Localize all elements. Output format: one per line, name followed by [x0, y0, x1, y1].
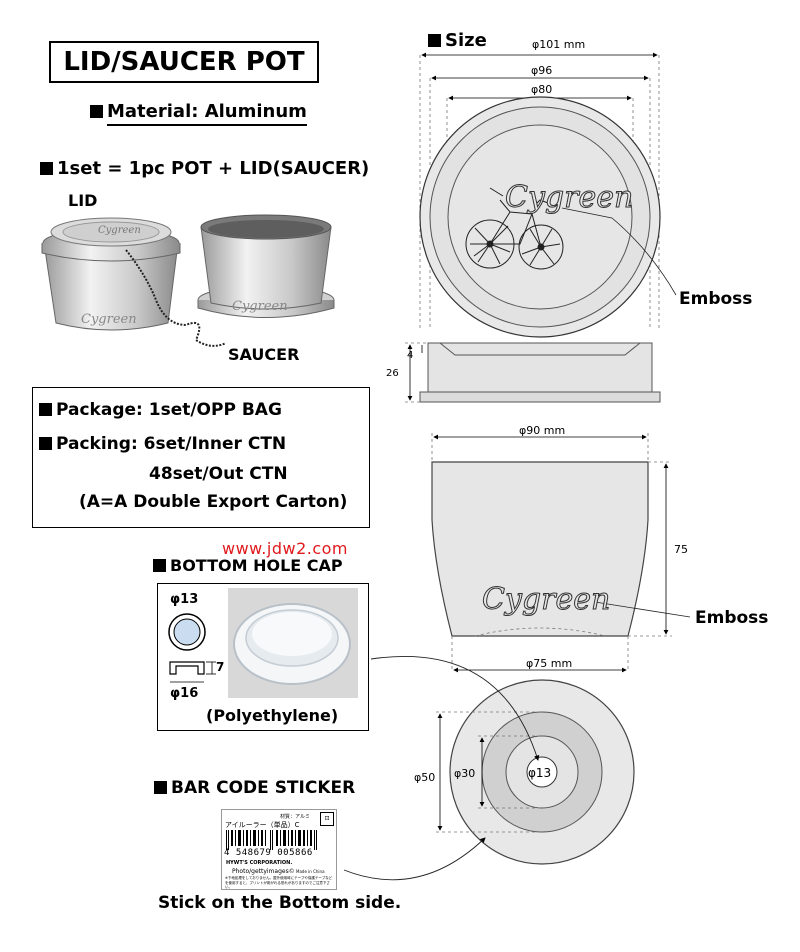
emboss-leader-lid: [561, 207, 613, 219]
lid-d80-label: φ80: [531, 83, 553, 96]
lid-h4-label: 4: [407, 350, 414, 361]
emboss-leader-pot: [594, 601, 691, 618]
cap-h7-label: 7: [216, 660, 225, 674]
cap-d16-label: φ16: [170, 686, 199, 701]
pot-d90-label: φ90 mm: [519, 424, 566, 437]
product-illustration: Cygreen Cygreen Cygreen: [41, 214, 335, 347]
outer-line: 48set/Out CTN: [149, 464, 288, 484]
cap-drawing: [168, 613, 216, 683]
cap-material: (Polyethylene): [206, 706, 339, 725]
lid-label: LID: [68, 191, 98, 210]
cap-photo: [228, 588, 358, 698]
bullet-square-icon: [39, 437, 52, 450]
size-title: Size: [428, 30, 487, 51]
sticker-company: HYWT'S CORPORATION.: [226, 860, 293, 866]
page-title: LID/SAUCER POT: [49, 41, 319, 83]
pot-on-saucer: Cygreen: [197, 214, 335, 318]
bullet-square-icon: [39, 403, 52, 416]
sticker-product: アイルーラー（単品）C: [225, 821, 300, 829]
bicycle-emboss: [465, 187, 564, 270]
emboss-label-lid: Emboss: [679, 289, 753, 309]
recycle-icon: ⊡: [320, 812, 334, 826]
lid-brand-emboss: Cygreen: [504, 180, 634, 216]
sticker-photo-credit: Photo/gettyimages©: [232, 868, 295, 875]
lid-h26-label: 26: [386, 368, 399, 379]
packing-line: Packing: 6set/Inner CTN: [39, 434, 286, 454]
emboss-label-pot: Emboss: [695, 608, 769, 628]
barcode-bars: [226, 830, 317, 850]
set-text: 1set = 1pc POT + LID(SAUCER): [57, 158, 370, 179]
carton-line: (A=A Double Export Carton): [79, 492, 348, 512]
chain: [125, 249, 227, 347]
emboss-leader-lid-2: [611, 217, 677, 296]
sticker-arrow: [343, 837, 486, 881]
pot-with-lid: Cygreen Cygreen: [41, 217, 181, 331]
lid-top-view: [419, 52, 661, 338]
bar-code-title: BAR CODE STICKER: [154, 778, 355, 798]
sticker-made-in: Made in China: [296, 869, 325, 874]
lid-side-view: [405, 342, 661, 403]
saucer-label: SAUCER: [228, 345, 300, 364]
lid-d96-label: φ96: [531, 64, 553, 77]
svg-text:Cygreen: Cygreen: [81, 312, 137, 327]
pot-side-view: [431, 433, 672, 673]
material-line: Material: Aluminum: [90, 101, 307, 126]
bullet-square-icon: [154, 781, 167, 794]
svg-text:Cygreen: Cygreen: [232, 299, 288, 314]
watermark: www.jdw2.com: [222, 539, 348, 558]
bottom-d13-label: φ13: [528, 766, 552, 780]
bullet-square-icon: [40, 162, 53, 175]
pot-h75-label: 75: [674, 543, 688, 556]
stick-note: Stick on the Bottom side.: [158, 893, 402, 913]
package-line: Package: 1set/OPP BAG: [39, 400, 282, 420]
packing-box: Package: 1set/OPP BAG Packing: 6set/Inne…: [32, 387, 370, 528]
bullet-square-icon: [90, 105, 103, 118]
bottom-hole-cap-box: φ13 7 φ16 (Polyethylene): [157, 583, 369, 731]
bottom-hole-cap-title: BOTTOM HOLE CAP: [153, 556, 343, 575]
set-line: 1set = 1pc POT + LID(SAUCER): [40, 158, 369, 179]
sticker-note: ※下地処理をしておりません。屋外使用時にテープや保護テープなどを使用すると、プリ…: [225, 876, 333, 889]
lid-d101-label: φ101 mm: [532, 38, 586, 51]
bottom-d50-label: φ50: [414, 771, 436, 784]
bottom-d30-label: φ30: [454, 767, 476, 780]
sticker-material: 材質：アルミ: [280, 814, 310, 820]
bottom-d75-label: φ75 mm: [526, 657, 573, 670]
bullet-square-icon: [428, 34, 441, 47]
bar-code-sticker: 材質：アルミ アイルーラー（単品）C ⊡ 4 548679 005866 HYW…: [221, 809, 337, 890]
barcode-number: 4 548679 005866: [224, 848, 313, 858]
cap-d13-label: φ13: [170, 592, 199, 607]
cap-arrow: [370, 655, 540, 761]
svg-text:Cygreen: Cygreen: [98, 225, 141, 236]
pot-brand-emboss: Cygreen: [481, 582, 611, 618]
material-text: Material: Aluminum: [107, 101, 307, 126]
bullet-square-icon: [153, 559, 166, 572]
pot-bottom-view: [436, 679, 635, 865]
